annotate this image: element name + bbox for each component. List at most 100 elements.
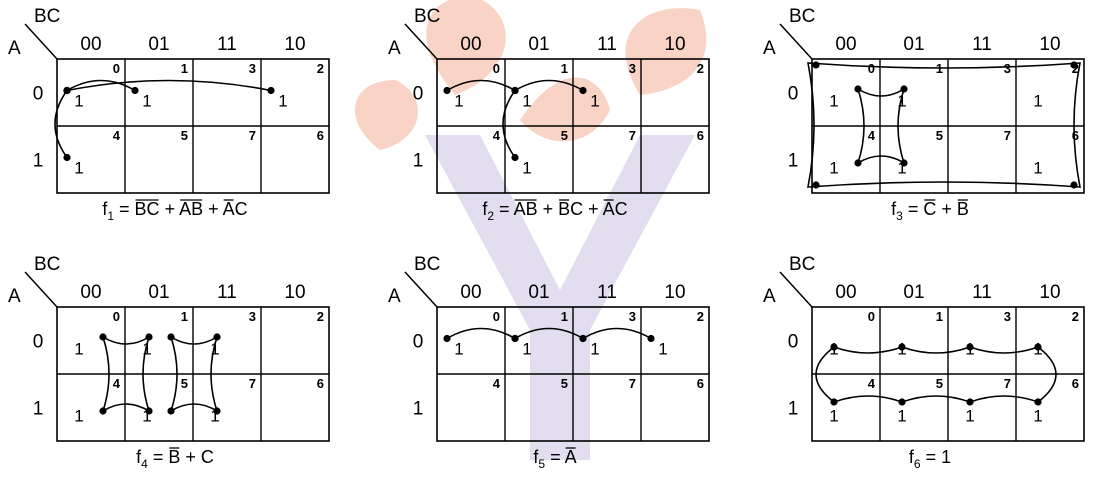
group-endpoint-dot	[1034, 398, 1042, 406]
cell-value: 1	[897, 407, 906, 426]
function-name: f	[102, 199, 108, 219]
group-endpoint-dot	[443, 334, 451, 343]
row-variable-label: A	[388, 286, 401, 307]
group-arc	[446, 327, 516, 340]
cell-value: 1	[278, 92, 287, 111]
cell-number: 6	[1072, 376, 1079, 391]
row-header: 0	[33, 332, 44, 353]
kmap-f6: ABC00011110010111312141517161f6 = 1	[760, 250, 1098, 475]
group-endpoint-dot	[966, 343, 974, 351]
cell-number: 2	[697, 309, 704, 324]
cell-number: 3	[249, 61, 256, 76]
function-term: BC	[135, 199, 160, 219]
cell-number: 7	[629, 128, 636, 143]
cell-value: 1	[454, 92, 463, 111]
cell-number: 6	[1072, 128, 1079, 143]
equals-sign: =	[545, 447, 565, 467]
row-header: 1	[788, 151, 799, 172]
cell-value: 1	[210, 340, 219, 359]
equals-sign: =	[921, 447, 942, 467]
function-term: 1	[941, 447, 951, 467]
group-endpoint-dot	[900, 159, 908, 167]
group-endpoint-dot	[830, 398, 838, 406]
group-endpoint-dot	[145, 407, 153, 415]
function-term: B	[957, 199, 969, 219]
cell-number: 5	[936, 376, 943, 391]
cell-number: 6	[317, 128, 324, 143]
cell-value: 1	[454, 340, 463, 359]
function-term: + C	[180, 447, 214, 467]
function-subscript: 1	[107, 209, 114, 223]
function-term: AC	[223, 199, 248, 219]
column-variable-label: BC	[34, 254, 60, 275]
group-endpoint-dot	[167, 407, 175, 415]
cell-value: 1	[522, 92, 531, 111]
group-endpoint-dot	[830, 343, 838, 351]
function-term: +	[160, 199, 180, 219]
group-endpoint-dot	[1034, 343, 1042, 351]
group-endpoint-dot	[647, 334, 655, 343]
row-header: 0	[413, 332, 424, 353]
cell-number: 5	[561, 128, 568, 143]
column-header: 10	[284, 34, 305, 55]
cell-number: 0	[493, 61, 500, 76]
cell-value: 1	[74, 92, 83, 111]
column-header: 10	[664, 34, 685, 55]
cell-number: 2	[317, 61, 324, 76]
column-header: 01	[148, 34, 169, 55]
column-header: 01	[903, 282, 924, 303]
cell-value: 1	[829, 159, 838, 178]
cell-number: 4	[113, 128, 121, 143]
cell-number: 4	[493, 128, 501, 143]
row-header: 1	[33, 151, 44, 172]
column-header: 00	[835, 34, 856, 55]
function-subscript: 5	[538, 457, 545, 471]
cell-value: 1	[658, 340, 667, 359]
function-name: f	[891, 199, 897, 219]
function-expression: f1 = BC + AB + AC	[102, 199, 247, 223]
group-endpoint-dot	[63, 153, 71, 162]
group-endpoint-dot	[99, 333, 107, 341]
column-variable-label: BC	[414, 6, 440, 27]
cell-number: 3	[1004, 61, 1011, 76]
cell-number: 4	[113, 376, 121, 391]
cell-value: 1	[1033, 407, 1042, 426]
corner-diagonal	[404, 271, 438, 308]
cell-number: 6	[697, 376, 704, 391]
row-header: 1	[33, 399, 44, 420]
column-header: 01	[903, 34, 924, 55]
group-arc	[582, 327, 652, 340]
group-endpoint-dot	[900, 85, 908, 93]
group-endpoint-dot	[131, 86, 139, 95]
function-subscript: 6	[914, 457, 921, 471]
row-header: 1	[413, 151, 424, 172]
row-header: 0	[33, 84, 44, 105]
equals-sign: =	[148, 447, 169, 467]
function-term: AC	[603, 199, 628, 219]
cell-number: 7	[629, 376, 636, 391]
cell-value: 1	[590, 92, 599, 111]
function-name: f	[533, 447, 539, 467]
group-arc	[446, 79, 516, 92]
row-header: 0	[413, 84, 424, 105]
cell-number: 2	[697, 61, 704, 76]
column-header: 10	[284, 282, 305, 303]
corner-diagonal	[24, 23, 58, 60]
function-expression: f4 = B + C	[136, 447, 214, 471]
cell-number: 1	[936, 309, 943, 324]
cell-number: 6	[697, 128, 704, 143]
grouping-marks	[54, 79, 272, 158]
column-header: 01	[148, 282, 169, 303]
column-header: 11	[217, 34, 237, 55]
row-variable-label: A	[388, 38, 401, 59]
function-subscript: 2	[487, 209, 494, 223]
row-header: 1	[788, 399, 799, 420]
group-arc	[502, 90, 516, 158]
function-term: C	[923, 199, 936, 219]
column-variable-label: BC	[34, 6, 60, 27]
cell-number: 2	[317, 309, 324, 324]
